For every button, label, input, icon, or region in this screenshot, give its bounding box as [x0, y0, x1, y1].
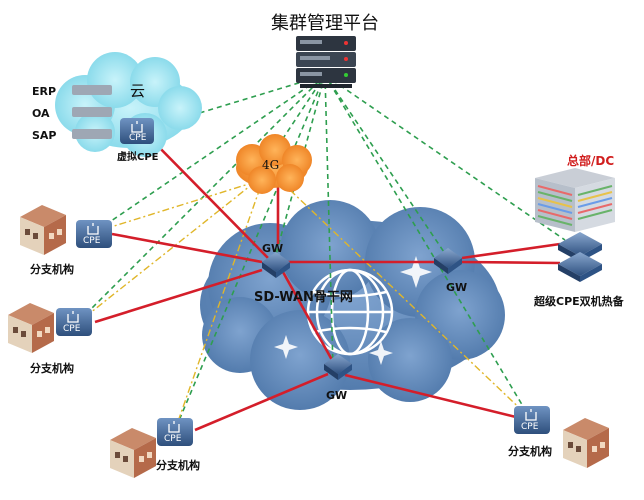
- vcpe-caption: 虚拟CPE: [117, 152, 159, 163]
- building-icon: [110, 428, 156, 478]
- cpe-device-label: CPE: [164, 434, 182, 444]
- building-icon: [8, 303, 54, 353]
- branch-label: 分支机构: [156, 459, 200, 472]
- sparkle-icon: [274, 335, 298, 359]
- super-cpe-pair-icon: [558, 232, 602, 282]
- server-icon: [72, 107, 112, 117]
- page-title: 集群管理平台: [271, 13, 379, 34]
- app-label-erp: ERP: [32, 85, 57, 98]
- hq-caption: 超级CPE双机热备: [534, 295, 624, 308]
- cpe-router-icon: [56, 118, 550, 446]
- globe-icon: [306, 268, 394, 356]
- gateway-router-icon: [262, 248, 462, 380]
- cpe-device-label: CPE: [521, 422, 539, 432]
- server-icon: [72, 129, 112, 139]
- cpe-device-label: CPE: [63, 324, 81, 334]
- lte-cloud: [236, 134, 312, 194]
- building-icon: [563, 418, 609, 468]
- backbone-label: SD-WAN骨干网: [254, 290, 353, 305]
- branch-label: 分支机构: [508, 445, 552, 458]
- lte-links: [74, 181, 531, 431]
- branch-label: 分支机构: [30, 362, 74, 375]
- gateway-label: GW: [262, 242, 284, 255]
- building-icon: [20, 205, 66, 255]
- server-icon: [72, 85, 112, 95]
- data-links: [94, 137, 561, 432]
- management-links: [74, 74, 566, 431]
- sparkle-icon: [400, 256, 432, 288]
- gateway-label: GW: [446, 281, 468, 294]
- app-label-oa: OA: [32, 107, 50, 120]
- app-cloud: [55, 52, 202, 157]
- hq-label: 总部/DC: [567, 154, 615, 168]
- datacenter-icon: [535, 168, 615, 232]
- cloud-label: 云: [130, 82, 146, 100]
- app-label-sap: SAP: [32, 129, 57, 142]
- gateway-label: GW: [326, 389, 348, 402]
- vcpe-device-label: CPE: [129, 133, 147, 143]
- sdwan-backbone-cloud: [200, 200, 505, 410]
- server-rack-icon: [296, 36, 356, 88]
- sparkle-icon: [369, 341, 393, 365]
- cpe-device-label: CPE: [83, 236, 101, 246]
- lte-label: 4G: [262, 158, 280, 172]
- branch-label: 分支机构: [30, 263, 74, 276]
